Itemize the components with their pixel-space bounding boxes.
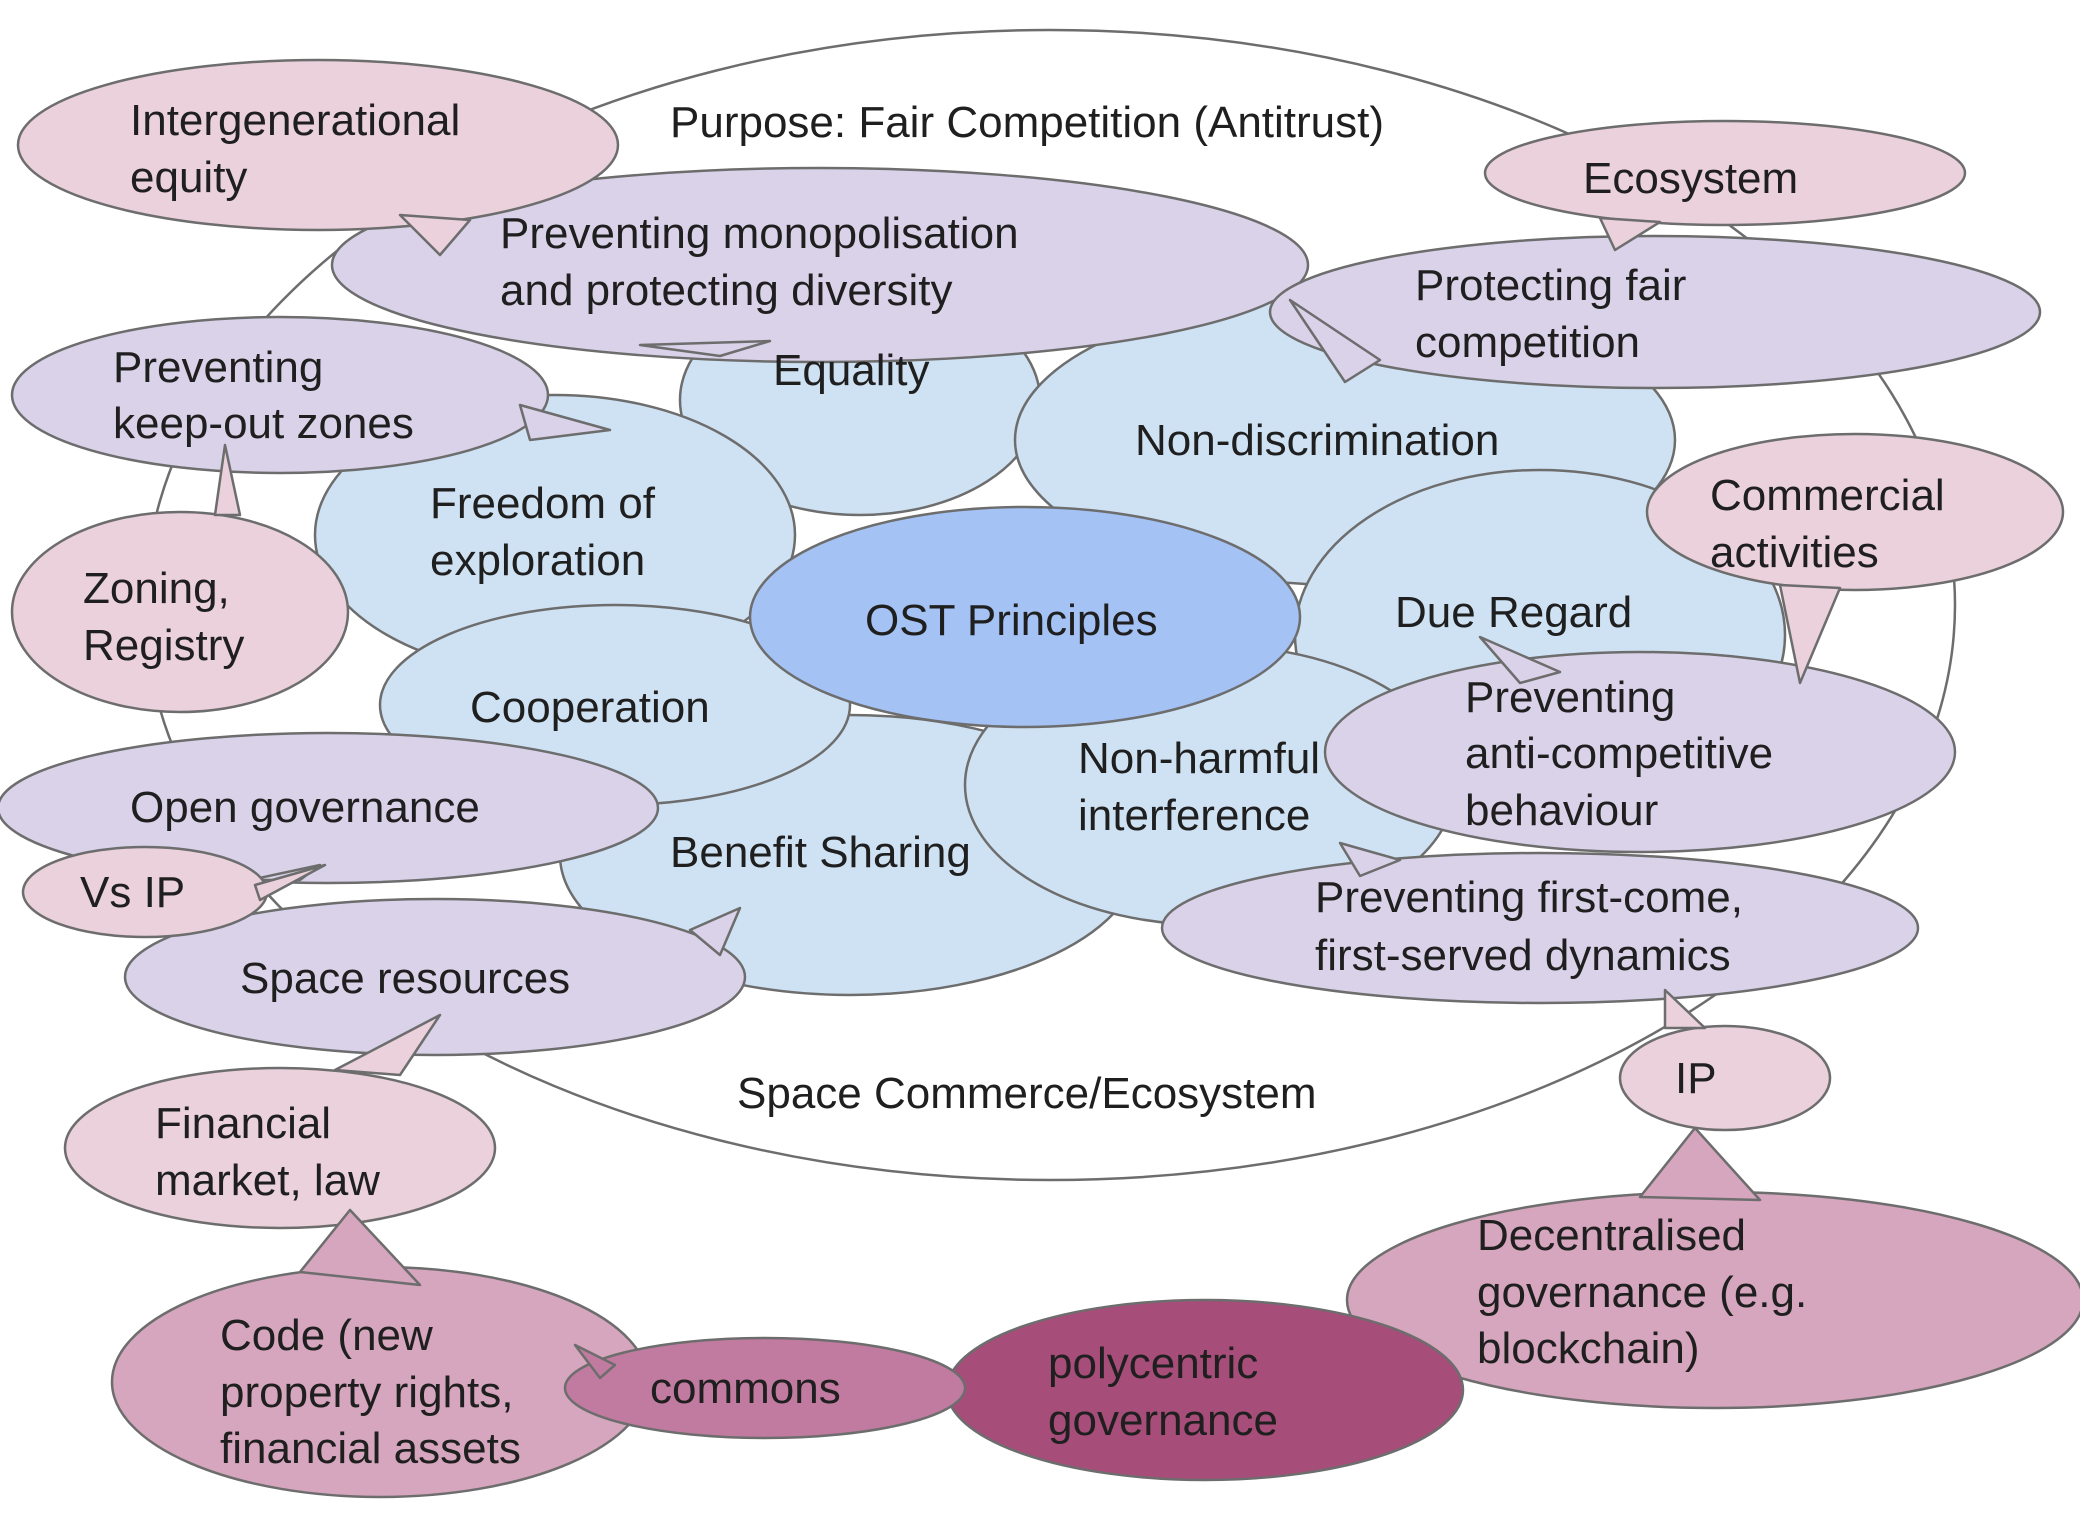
anti-competitive-label-1: Preventing xyxy=(1465,673,1675,722)
keep-out-label-1: Preventing xyxy=(113,343,323,392)
benefit-sharing-label: Benefit Sharing xyxy=(670,828,971,877)
polycentric-bubble xyxy=(945,1298,1465,1482)
commons-label: commons xyxy=(650,1364,841,1413)
fair-competition-label-2: competition xyxy=(1415,318,1640,367)
code-label-3: financial assets xyxy=(220,1424,521,1473)
intergenerational-label-2: equity xyxy=(130,153,247,202)
equality-label: Equality xyxy=(773,346,930,395)
decentralised-label-1: Decentralised xyxy=(1477,1211,1746,1260)
open-governance-label: Open governance xyxy=(130,783,480,832)
keep-out-label-2: keep-out zones xyxy=(113,399,414,448)
non-discrimination-label: Non-discrimination xyxy=(1135,416,1499,465)
code-label-1: Code (new xyxy=(220,1311,433,1360)
ecosystem-label: Ecosystem xyxy=(1583,154,1798,203)
zoning-label-1: Zoning, xyxy=(83,564,230,613)
ip-label: IP xyxy=(1675,1054,1717,1103)
financial-label-2: market, law xyxy=(155,1156,380,1205)
pink-callouts xyxy=(10,58,2065,1230)
purple-labels: Preventing monopolisation and protecting… xyxy=(113,209,1773,1003)
center-bubble xyxy=(748,505,1302,729)
financial-label-1: Financial xyxy=(155,1099,331,1148)
center-label: OST Principles xyxy=(865,596,1158,645)
governance-labels: Code (new property rights, financial ass… xyxy=(220,1211,1807,1473)
anti-competitive-label-3: behaviour xyxy=(1465,786,1658,835)
commercial-label-2: activities xyxy=(1710,528,1879,577)
cooperation-label: Cooperation xyxy=(470,683,710,732)
non-harmful-label-1: Non-harmful xyxy=(1078,734,1320,783)
pink-labels: Intergenerational equity Ecosystem Comme… xyxy=(80,96,1945,1205)
code-label-2: property rights, xyxy=(220,1368,513,1417)
non-harmful-label-2: interference xyxy=(1078,791,1310,840)
governance-cluster xyxy=(110,1126,2080,1499)
polycentric-label-1: polycentric xyxy=(1048,1339,1258,1388)
intergenerational-label-1: Intergenerational xyxy=(130,96,460,145)
space-resources-label: Space resources xyxy=(240,954,570,1003)
commons-bubble xyxy=(563,1336,967,1440)
decentralised-label-2: governance (e.g. xyxy=(1477,1268,1807,1317)
first-come-label-2: first-served dynamics xyxy=(1315,931,1731,980)
zoning-label-2: Registry xyxy=(83,621,244,670)
principle-bubbles xyxy=(313,283,1787,997)
vs-ip-label: Vs IP xyxy=(80,868,185,917)
purpose-label: Purpose: Fair Competition (Antitrust) xyxy=(670,98,1384,147)
freedom-label-1: Freedom of xyxy=(430,479,656,528)
monopolisation-label-2: and protecting diversity xyxy=(500,266,952,315)
fair-competition-label-1: Protecting fair xyxy=(1415,261,1686,310)
purple-callout-bodies xyxy=(0,166,2042,1057)
anti-competitive-label-2: anti-competitive xyxy=(1465,729,1773,778)
polycentric-label-2: governance xyxy=(1048,1396,1278,1445)
decentralised-label-3: blockchain) xyxy=(1477,1324,1700,1373)
monopolisation-label-1: Preventing monopolisation xyxy=(500,209,1019,258)
due-regard-label: Due Regard xyxy=(1395,588,1632,637)
frame-labels: Purpose: Fair Competition (Antitrust) Sp… xyxy=(670,98,1384,1118)
principle-labels: OST Principles Equality Non-discriminati… xyxy=(430,346,1632,877)
first-come-label-1: Preventing first-come, xyxy=(1315,873,1743,922)
freedom-label-2: exploration xyxy=(430,536,645,585)
context-label: Space Commerce/Ecosystem xyxy=(737,1069,1317,1118)
commercial-label-1: Commercial xyxy=(1710,471,1945,520)
